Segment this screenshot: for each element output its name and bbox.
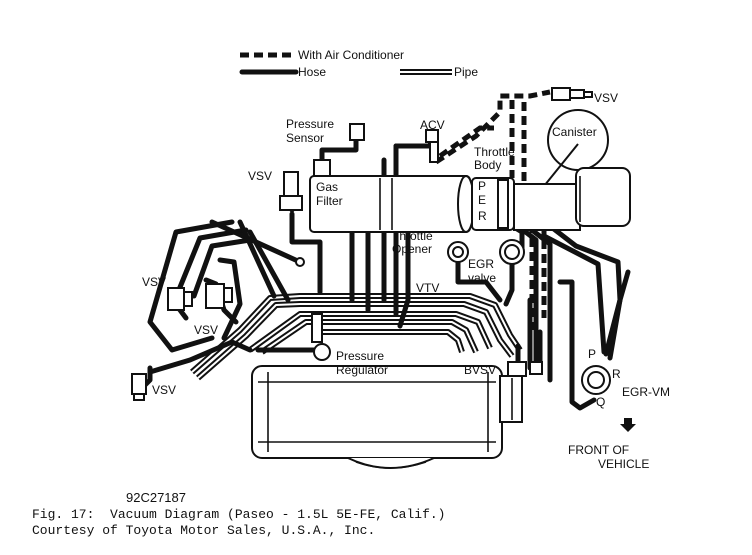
vsv-mid-label: VSV bbox=[248, 169, 272, 183]
vsv-left-cluster: VSV VSV bbox=[142, 275, 233, 337]
pressure-regulator: Pressure Regulator bbox=[313, 343, 388, 377]
front-of-vehicle: FRONT OF VEHICLE bbox=[568, 418, 649, 471]
vsv-top-label: VSV bbox=[594, 91, 618, 105]
legend: With Air Conditioner Hose Pipe bbox=[239, 48, 478, 79]
vsv-mid-body bbox=[283, 171, 299, 197]
intake-flange bbox=[311, 313, 323, 343]
pressure-sensor-label-1: Pressure bbox=[286, 117, 334, 131]
figure-caption: Fig. 17: Vacuum Diagram (Paseo - 1.5L 5E… bbox=[32, 507, 446, 522]
gas-filter-label-2: Filter bbox=[316, 194, 343, 208]
components: VSV Canister Pressure Sensor ACV Throttl… bbox=[131, 87, 670, 471]
egr-vm: P R Q EGR-VM bbox=[581, 347, 670, 409]
pressure-regulator-body bbox=[313, 343, 331, 361]
vsv-left-a bbox=[167, 287, 185, 311]
egr-valve-label-1: EGR bbox=[468, 257, 494, 271]
air-cleaner-body bbox=[575, 167, 631, 227]
bvsv-body bbox=[507, 361, 527, 377]
pressure-regulator-label-2: Regulator bbox=[336, 363, 388, 377]
legend-ac-label: With Air Conditioner bbox=[298, 48, 404, 62]
vsv-left-label-1: VSV bbox=[142, 275, 166, 289]
egr-vm-port-q: Q bbox=[596, 395, 605, 409]
bvsv-label: BVSV bbox=[464, 363, 496, 377]
canister-label: Canister bbox=[552, 125, 597, 139]
egr-valve: EGR valve bbox=[468, 239, 525, 285]
throttle-opener: Throttle Opener bbox=[392, 229, 469, 263]
throttle-opener-label-2: Opener bbox=[392, 242, 432, 256]
engine-body bbox=[251, 365, 503, 459]
egr-valve-label-2: valve bbox=[468, 271, 496, 285]
gas-filter-label-1: Gas bbox=[316, 180, 338, 194]
vsv-top: VSV bbox=[551, 87, 618, 105]
front-label-1: FRONT OF bbox=[568, 443, 629, 457]
vsv-left-label-2: VSV bbox=[194, 323, 218, 337]
pressure-regulator-label-1: Pressure bbox=[336, 349, 384, 363]
pressure-sensor-body bbox=[349, 123, 365, 141]
air-duct bbox=[513, 183, 581, 231]
engine-end-cover bbox=[499, 375, 523, 423]
vsv-left-b bbox=[205, 283, 225, 309]
vsv-bottom-label: VSV bbox=[152, 383, 176, 397]
egr-vm-port-p: P bbox=[588, 347, 596, 361]
port-r-label: R bbox=[478, 209, 487, 223]
air-cleaner bbox=[513, 167, 631, 231]
vsv-top-body bbox=[551, 87, 571, 101]
throttle-body-label-2: Body bbox=[474, 158, 501, 172]
vsv-bottom-body bbox=[131, 373, 147, 395]
vsv-mid: VSV bbox=[248, 169, 303, 211]
egr-vm-label: EGR-VM bbox=[622, 385, 670, 399]
pressure-sensor: Pressure Sensor bbox=[286, 117, 365, 179]
throttle-body-label-1: Throttle bbox=[474, 145, 515, 159]
port-e-label: E bbox=[478, 193, 486, 207]
figure-credit: Courtesy of Toyota Motor Sales, U.S.A., … bbox=[32, 523, 376, 538]
figure-code: 92C27187 bbox=[126, 490, 186, 505]
acv-label: ACV bbox=[420, 118, 445, 132]
legend-hose-label: Hose bbox=[298, 65, 326, 79]
front-arrow-icon bbox=[620, 418, 636, 432]
vtv-label: VTV bbox=[416, 281, 439, 295]
engine-block bbox=[251, 365, 523, 469]
throttle-opener-label-1: Throttle bbox=[392, 229, 433, 243]
hose-end-fitting bbox=[295, 257, 305, 267]
gas-filter: Gas Filter bbox=[309, 175, 475, 233]
legend-pipe-label: Pipe bbox=[454, 65, 478, 79]
pressure-sensor-label-2: Sensor bbox=[286, 131, 324, 145]
throttle-body-ports: P E R bbox=[471, 177, 515, 231]
bvsv: BVSV bbox=[464, 361, 543, 377]
port-p-label: P bbox=[478, 179, 486, 193]
acv: ACV bbox=[420, 118, 445, 163]
vsv-bottom: VSV bbox=[131, 373, 176, 401]
egr-vm-port-r: R bbox=[612, 367, 621, 381]
canister-body bbox=[547, 109, 609, 171]
front-label-2: VEHICLE bbox=[598, 457, 649, 471]
